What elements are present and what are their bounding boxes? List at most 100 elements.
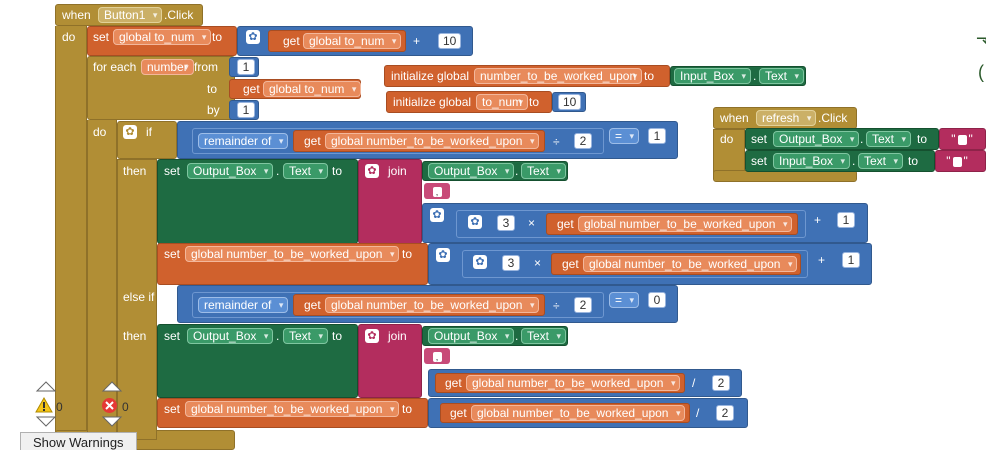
empty-string[interactable]: "" — [946, 154, 968, 168]
to-num-dropdown[interactable]: global to_num — [263, 81, 362, 97]
output-box-dropdown[interactable]: Output_Box — [187, 328, 274, 344]
get-label: get — [283, 34, 300, 48]
error-icon — [102, 398, 117, 413]
equals-dropdown[interactable]: = — [609, 292, 640, 308]
divisor-2[interactable]: 2 — [712, 375, 730, 391]
get-label: get — [557, 217, 574, 231]
get-to-num-dropdown[interactable]: global to_num — [303, 33, 402, 49]
text-prop-dropdown[interactable]: Text — [283, 328, 329, 344]
number-var-dropdown[interactable]: global number_to_be_worked_upon — [471, 405, 686, 421]
gear-icon[interactable]: ✿ — [246, 30, 260, 44]
get-label: get — [445, 376, 462, 390]
number-var-dropdown[interactable]: global number_to_be_worked_upon — [185, 401, 400, 417]
divisor-2[interactable]: 2 — [574, 297, 592, 313]
error-count: 0 — [122, 400, 129, 414]
text-prop-dropdown[interactable]: Text — [283, 163, 329, 179]
input-box-dropdown[interactable]: Input_Box — [674, 68, 752, 84]
join-text-dropdown[interactable]: Text — [521, 328, 567, 344]
set-to-num-block[interactable] — [87, 26, 237, 56]
join-block[interactable] — [358, 159, 422, 244]
then-label: then — [123, 164, 147, 178]
input-box-dropdown[interactable]: Input_Box — [773, 153, 851, 169]
trash-icon[interactable]: ( — [978, 62, 984, 82]
equals-dropdown[interactable]: = — [609, 128, 640, 144]
remainder-dropdown[interactable]: remainder of — [198, 297, 289, 313]
output-box-dropdown[interactable]: Output_Box — [773, 131, 860, 147]
to-label: to — [332, 164, 343, 178]
gear-icon[interactable]: ✿ — [468, 215, 482, 229]
number-var-dropdown[interactable]: global number_to_be_worked_upon — [325, 297, 540, 313]
dot-label: . — [860, 132, 864, 146]
add-value-1[interactable]: 1 — [842, 252, 860, 268]
gear-icon[interactable]: ✿ — [436, 248, 450, 262]
for-each-label: for each — [93, 60, 137, 74]
loop-do-label: do — [93, 125, 107, 139]
empty-string[interactable]: "" — [951, 132, 973, 146]
multiply-operator: × — [528, 216, 536, 230]
if-label: if — [146, 125, 152, 139]
get-label: get — [562, 257, 579, 271]
join-output-dropdown[interactable]: Output_Box — [428, 328, 515, 344]
warning-nav-up-icon[interactable] — [35, 380, 57, 392]
number-10[interactable]: 10 — [438, 33, 462, 49]
backpack-icon[interactable]: ⬎ — [976, 28, 986, 48]
dot-label: . — [852, 154, 856, 168]
remainder-dropdown[interactable]: remainder of — [198, 133, 289, 149]
dot-label: . — [276, 164, 280, 178]
divide-operator: ÷ — [553, 299, 560, 313]
number-var-dropdown[interactable]: global number_to_be_worked_upon — [583, 256, 798, 272]
from-value[interactable]: 1 — [237, 59, 255, 75]
set-label: set — [164, 164, 181, 178]
divisor-2[interactable]: 2 — [716, 405, 734, 421]
gear-icon[interactable]: ✿ — [365, 329, 379, 343]
do-label: do — [720, 132, 734, 146]
text-prop-dropdown[interactable]: Text — [858, 153, 904, 169]
button1-component-dropdown[interactable]: Button1 — [98, 7, 163, 23]
gear-icon[interactable]: ✿ — [473, 255, 487, 269]
get-label: get — [243, 82, 260, 96]
to-num-var-dropdown[interactable]: global to_num — [113, 29, 212, 45]
init-name-field[interactable]: number_to_be_worked_upon — [474, 68, 643, 84]
to-label: to — [207, 82, 218, 96]
gear-icon[interactable]: ✿ — [365, 164, 379, 178]
show-warnings-button[interactable]: Show Warnings — [20, 432, 137, 450]
dot-label: . — [515, 329, 519, 343]
click-event-label: .Click — [818, 111, 848, 125]
warning-nav-down-icon[interactable] — [35, 416, 57, 428]
multiplier-3[interactable]: 3 — [497, 215, 515, 231]
to-label: to — [908, 154, 919, 168]
number-var-dropdown[interactable]: global number_to_be_worked_upon — [185, 246, 400, 262]
multiplier-3[interactable]: 3 — [502, 255, 520, 271]
join-text-dropdown[interactable]: Text — [521, 163, 567, 179]
compare-value-1[interactable]: 1 — [648, 128, 666, 144]
get-label: get — [450, 406, 467, 420]
divide-operator: / — [692, 376, 696, 390]
init-label: initialize global — [393, 95, 472, 109]
when-label: when — [720, 111, 749, 125]
error-nav-down-icon[interactable] — [101, 416, 123, 428]
refresh-component-dropdown[interactable]: refresh — [756, 110, 817, 126]
join-output-dropdown[interactable]: Output_Box — [428, 163, 515, 179]
number-var-dropdown[interactable]: global number_to_be_worked_upon — [578, 216, 793, 232]
output-box-dropdown[interactable]: Output_Box — [187, 163, 274, 179]
number-var-dropdown[interactable]: global number_to_be_worked_upon — [466, 375, 681, 391]
input-text-dropdown[interactable]: Text — [759, 68, 805, 84]
set-label: set — [164, 402, 181, 416]
error-nav-up-icon[interactable] — [101, 380, 123, 392]
compare-value-0[interactable]: 0 — [648, 292, 666, 308]
dot-label: . — [515, 164, 519, 178]
gear-icon[interactable]: ✿ — [123, 125, 137, 139]
gear-icon[interactable]: ✿ — [430, 208, 444, 222]
loop-var-number[interactable]: number — [141, 59, 194, 75]
add-value-1[interactable]: 1 — [837, 212, 855, 228]
divisor-2[interactable]: 2 — [574, 133, 592, 149]
init-name-field[interactable]: to_num — [476, 94, 529, 110]
by-value[interactable]: 1 — [237, 102, 255, 118]
number-var-dropdown[interactable]: global number_to_be_worked_upon — [325, 133, 540, 149]
to-label: to — [529, 95, 540, 109]
init-value-10[interactable]: 10 — [558, 94, 582, 110]
comma-string[interactable]: , — [424, 183, 450, 199]
dot-label: . — [753, 69, 757, 83]
comma-string[interactable]: , — [424, 348, 450, 364]
text-prop-dropdown[interactable]: Text — [866, 131, 912, 147]
